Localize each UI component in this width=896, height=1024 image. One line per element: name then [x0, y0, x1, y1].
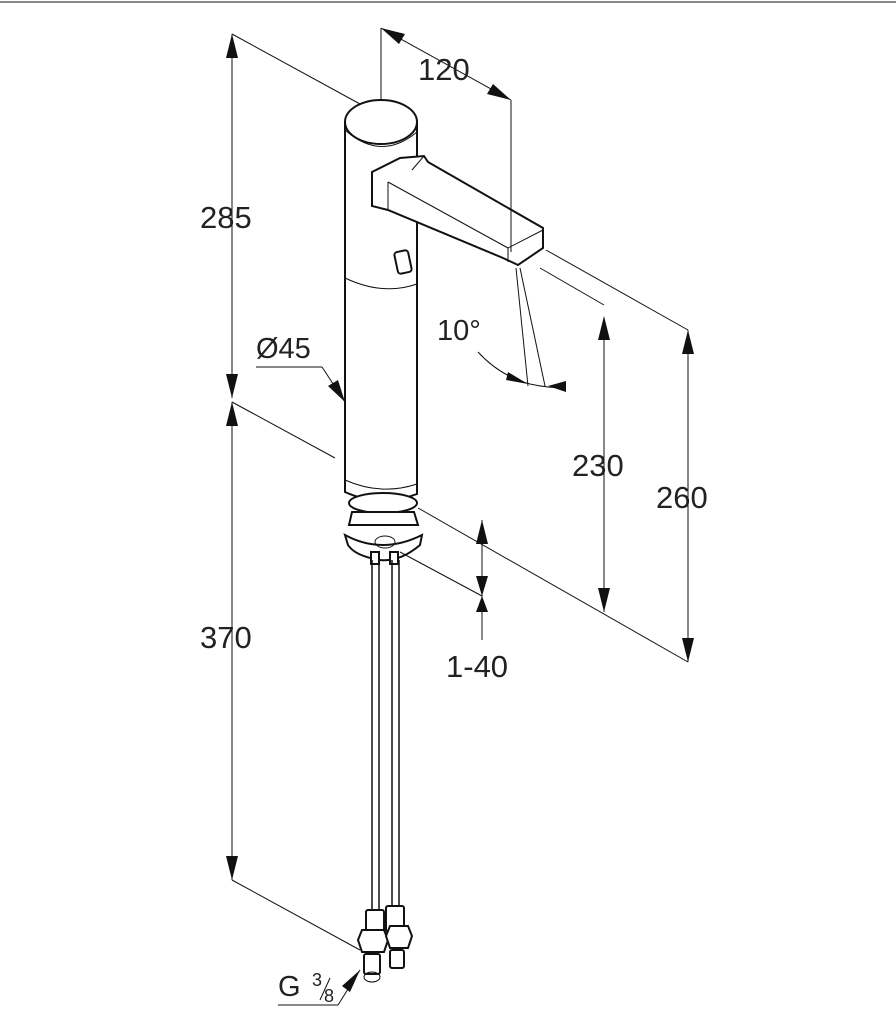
dim-diameter-leader: [256, 366, 346, 403]
dim-370-lines: [226, 401, 361, 951]
label-thread-prefix: G: [278, 971, 301, 1003]
faucet-body: [344, 99, 418, 502]
mounting-hardware: [343, 492, 424, 565]
label-spray-angle: 10°: [437, 315, 481, 347]
label-plate-thickness: 1-40: [446, 649, 508, 684]
label-shank-length: 370: [200, 620, 252, 655]
label-thread-numerator: 3: [312, 970, 322, 990]
label-thread-size: G 3 8: [278, 970, 334, 1006]
thread-fraction-slash: [319, 977, 331, 1001]
spout: [371, 154, 544, 267]
label-outlet-height: 230: [572, 448, 624, 483]
dim-120-lines: [380, 27, 512, 252]
dim-angle-lines: [477, 267, 567, 392]
label-diameter: Ø45: [256, 333, 311, 365]
supply-hoses: [356, 560, 414, 983]
label-reach: 120: [418, 52, 470, 87]
dim-230-260-lines: [417, 249, 694, 663]
label-total-height: 285: [200, 200, 252, 235]
dim-thread-leader: [278, 969, 361, 1006]
dim-285-lines: [226, 33, 361, 398]
dim-1-40-lines: [399, 520, 488, 640]
label-thread-denominator: 8: [324, 986, 334, 1006]
label-spout-height: 260: [656, 480, 708, 515]
